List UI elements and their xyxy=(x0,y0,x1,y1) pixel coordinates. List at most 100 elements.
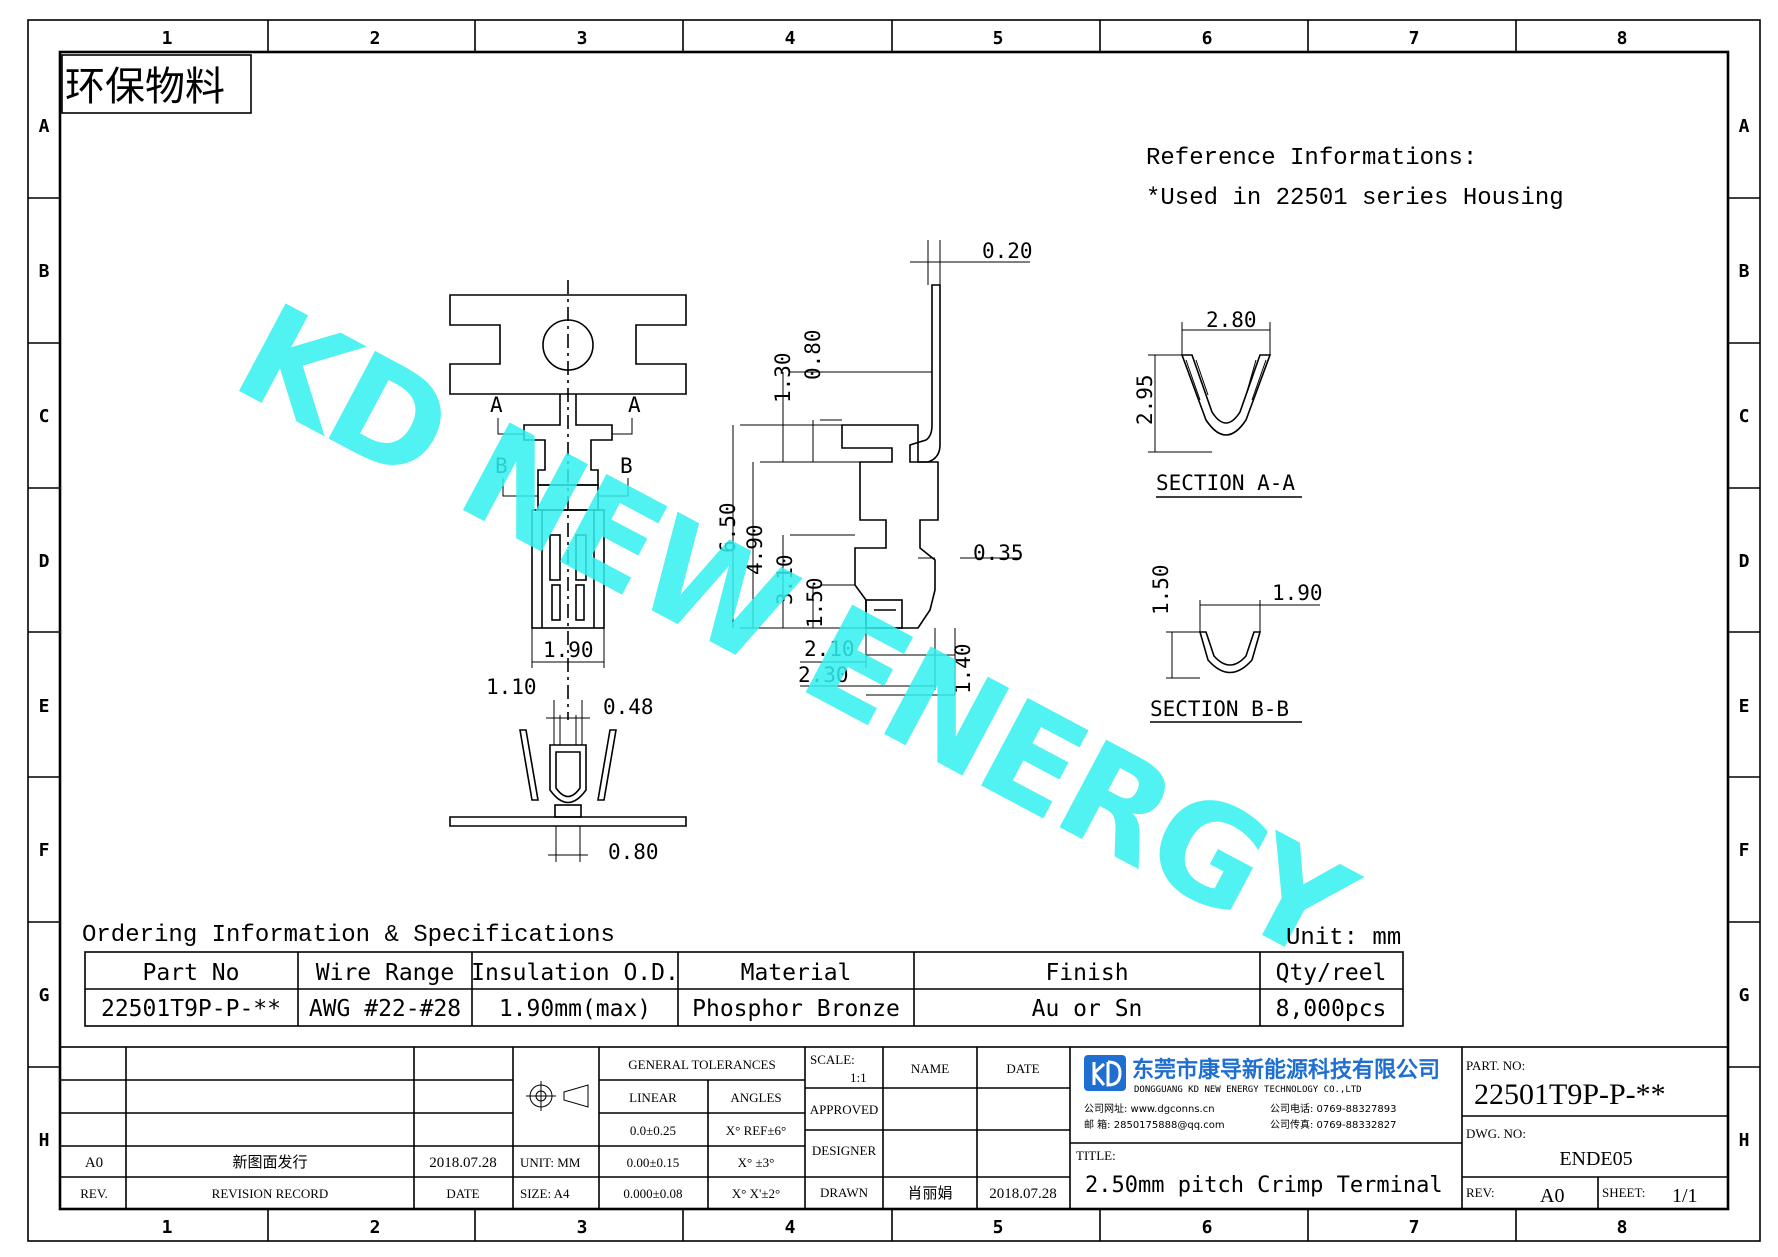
zone-row-d: D xyxy=(39,551,50,572)
header-insulation: Insulation O.D. xyxy=(471,960,679,986)
rev-record-entry: 新图面发行 xyxy=(232,1153,307,1171)
marker-b-left: B xyxy=(495,454,508,478)
dim-2.80: 2.80 xyxy=(1206,308,1257,332)
dim-1.50-section: 1.50 xyxy=(1149,564,1173,615)
cell-insulation: 1.90mm(max) xyxy=(499,996,651,1022)
zone-col-6-bottom: 6 xyxy=(1202,1217,1213,1238)
revision-record-header: REVISION RECORD xyxy=(212,1186,329,1201)
approved-label: APPROVED xyxy=(810,1102,879,1117)
title-label: TITLE: xyxy=(1076,1148,1116,1163)
dim-2.95: 2.95 xyxy=(1133,374,1157,425)
dim-1.90-top-label: 1.90 xyxy=(543,638,594,662)
angles-header: ANGLES xyxy=(730,1090,781,1105)
zone-row-b-right: B xyxy=(1739,261,1750,282)
rev-no-label: REV: xyxy=(1466,1185,1495,1200)
zone-row-b: B xyxy=(39,261,50,282)
part-no-label: PART. NO: xyxy=(1466,1058,1525,1073)
marker-b-right: B xyxy=(620,454,633,478)
company-name-cn: 东莞市康导新能源科技有限公司 xyxy=(1132,1057,1440,1083)
name-header: NAME xyxy=(911,1061,949,1076)
company-web: 公司网址: www.dgconns.cn xyxy=(1084,1102,1215,1115)
zone-col-2-bottom: 2 xyxy=(370,1217,381,1238)
dim-4.90: 4.90 xyxy=(743,524,767,575)
date-header: DATE xyxy=(446,1186,479,1201)
reference-line-2: *Used in 22501 series Housing xyxy=(1146,185,1564,212)
zone-col-7: 7 xyxy=(1409,28,1420,49)
cell-finish: Au or Sn xyxy=(1032,996,1143,1022)
zone-col-5-bottom: 5 xyxy=(993,1217,1004,1238)
unit-label: UNIT: MM xyxy=(520,1155,581,1170)
zone-col-4: 4 xyxy=(785,28,796,49)
cell-wire-range: AWG #22-#28 xyxy=(309,996,461,1022)
company-fax: 公司传真: 0769-88332827 xyxy=(1270,1118,1397,1131)
rev-date-entry: 2018.07.28 xyxy=(429,1155,497,1171)
company-mail: 邮 箱: 2850175888@qq.com xyxy=(1084,1118,1225,1131)
header-part-no: Part No xyxy=(143,960,240,986)
zone-col-3: 3 xyxy=(577,28,588,49)
marker-a-right: A xyxy=(628,393,641,417)
drawing-title: 2.50mm pitch Crimp Terminal xyxy=(1085,1173,1443,1198)
ordering-unit: Unit: mm xyxy=(1286,925,1401,952)
zone-row-f: F xyxy=(39,840,50,861)
dim-1.10: 1.10 xyxy=(486,675,537,699)
dim-0.35: 0.35 xyxy=(973,541,1024,565)
dim-2.30: 2.30 xyxy=(798,663,849,687)
ordering-title: Ordering Information & Specifications xyxy=(82,922,615,949)
zone-labels-left: A B C D E F G H xyxy=(39,116,50,1151)
zone-col-4-bottom: 4 xyxy=(785,1217,796,1238)
terminal-front-view xyxy=(449,700,687,862)
cell-material: Phosphor Bronze xyxy=(692,996,900,1022)
dwg-no-value: ENDE05 xyxy=(1559,1148,1632,1170)
rev-code: A0 xyxy=(85,1155,103,1171)
title-block-grid xyxy=(59,1046,1729,1210)
company-name-en: DONGGUANG KD NEW ENERGY TECHNOLOGY CO.,L… xyxy=(1134,1085,1362,1095)
zone-row-d-right: D xyxy=(1739,551,1750,572)
dim-0.48: 0.48 xyxy=(603,695,654,719)
dim-6.50: 6.50 xyxy=(716,502,740,553)
angle-tol-3: X° X'±2° xyxy=(732,1186,780,1201)
ordering-data-row: 22501T9P-P-** AWG #22-#28 1.90mm(max) Ph… xyxy=(101,996,1386,1022)
angle-tol-1: X° REF±6° xyxy=(726,1123,787,1138)
dim-1.90-section: 1.90 xyxy=(1272,581,1323,605)
zone-row-h: H xyxy=(39,1130,50,1151)
header-wire-range: Wire Range xyxy=(316,960,454,986)
size-label: SIZE: A4 xyxy=(520,1186,570,1201)
angle-tol-2: X° ±3° xyxy=(738,1155,775,1170)
linear-header: LINEAR xyxy=(629,1090,677,1105)
part-no-value: 22501T9P-P-** xyxy=(1474,1078,1666,1111)
zone-row-c: C xyxy=(39,406,50,427)
dim-2.10: 2.10 xyxy=(804,637,855,661)
linear-tol-2: 0.00±0.15 xyxy=(627,1155,680,1170)
dim-0.20: 0.20 xyxy=(982,239,1033,263)
zone-col-2: 2 xyxy=(370,28,381,49)
zone-dividers xyxy=(28,20,1760,1241)
section-a-a-shape xyxy=(1148,322,1302,498)
linear-tol-3: 0.000±0.08 xyxy=(623,1186,682,1201)
designer-label: DESIGNER xyxy=(812,1143,877,1158)
drawn-name: 肖丽娟 xyxy=(907,1184,952,1202)
zone-row-g: G xyxy=(39,985,50,1006)
eco-stamp: 环保物料 xyxy=(65,64,225,110)
linear-tol-1: 0.0±0.25 xyxy=(630,1123,676,1138)
zone-labels-right: A B C D E F G H xyxy=(1739,116,1750,1151)
zone-labels-top: 1 2 3 4 5 6 7 8 xyxy=(162,28,1628,49)
section-b-b-label: SECTION B-B xyxy=(1150,697,1289,721)
header-material: Material xyxy=(741,960,852,986)
dim-3.10: 3.10 xyxy=(773,554,797,605)
header-finish: Finish xyxy=(1045,960,1128,986)
dim-0.80-bottom: 0.80 xyxy=(608,840,659,864)
zone-row-e: E xyxy=(39,696,50,717)
company-tel: 公司电话: 0769-88327893 xyxy=(1270,1102,1397,1115)
cell-part-no: 22501T9P-P-** xyxy=(101,996,281,1022)
zone-labels-bottom: 1 2 3 4 5 6 7 8 xyxy=(162,1217,1628,1238)
scale-label: SCALE: xyxy=(810,1052,855,1067)
terminal-top-view xyxy=(449,280,687,720)
company-logo xyxy=(1084,1055,1126,1091)
dim-1.30: 1.30 xyxy=(771,352,795,403)
drawn-date: 2018.07.28 xyxy=(989,1186,1057,1202)
ordering-table-grid xyxy=(84,951,1404,1027)
eco-stamp-box xyxy=(61,54,252,114)
section-b-b-shape xyxy=(1150,600,1320,723)
zone-row-a-right: A xyxy=(1739,116,1750,137)
date-column-header: DATE xyxy=(1006,1061,1039,1076)
